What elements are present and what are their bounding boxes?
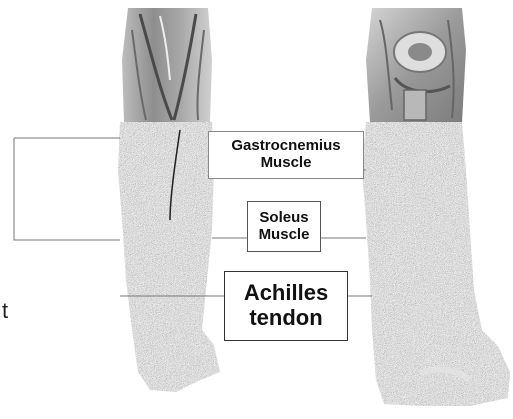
- right-leg-upper: [366, 8, 466, 122]
- soleus-label-line2: Muscle: [259, 227, 310, 244]
- left-leg-upper: [122, 8, 212, 122]
- achilles-tendon-label: Achilles tendon: [224, 271, 348, 341]
- achilles-label-line1: Achilles: [244, 281, 328, 306]
- side-letter-text: t: [2, 298, 8, 324]
- gastrocnemius-label-line1: Gastrocnemius: [231, 138, 340, 155]
- gastrocnemius-muscle-label: Gastrocnemius Muscle: [208, 131, 364, 179]
- soleus-label-line1: Soleus: [259, 210, 308, 227]
- gastrocnemius-label-line2: Muscle: [261, 155, 312, 172]
- soleus-muscle-label: Soleus Muscle: [247, 201, 321, 252]
- left-leg-lower: [118, 122, 220, 392]
- achilles-label-line2: tendon: [249, 306, 322, 331]
- right-leg-lower: [362, 122, 510, 406]
